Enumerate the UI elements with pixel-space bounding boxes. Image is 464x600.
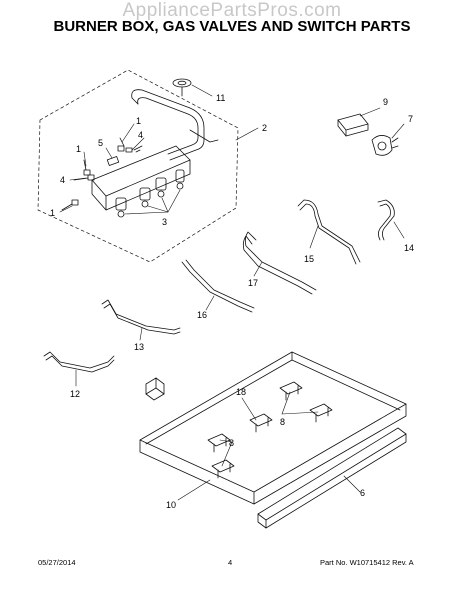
callout-2: 2 (262, 123, 267, 133)
callout-5: 5 (98, 138, 103, 148)
gas-manifold-tube[interactable] (131, 89, 219, 161)
part-4-screw-upper[interactable] (125, 145, 143, 153)
callout-8-right: 8 (280, 417, 285, 427)
callout-9: 9 (383, 97, 388, 107)
leader-14 (393, 221, 405, 239)
callout-3: 3 (162, 217, 167, 227)
callout-4-left: 4 (60, 175, 65, 185)
callout-14: 14 (404, 243, 414, 253)
mounting-bracket[interactable] (145, 377, 165, 401)
part-10-base-tray[interactable] (139, 351, 407, 505)
page-title: BURNER BOX, GAS VALVES AND SWITCH PARTS (53, 18, 411, 35)
callout-15: 15 (304, 254, 314, 264)
watermark: AppliancePartsPros.com (122, 0, 342, 21)
callout-1-left: 1 (76, 144, 81, 154)
footer-page-number: 4 (228, 558, 233, 567)
part-3-gas-valves[interactable] (115, 169, 185, 218)
leader-2 (235, 127, 259, 141)
part-8-brackets[interactable] (207, 381, 333, 479)
callout-7: 7 (408, 114, 413, 124)
callout-10: 10 (166, 500, 176, 510)
leader-6 (343, 475, 361, 493)
leader-9 (359, 107, 381, 117)
leader-8 (219, 391, 319, 467)
leader-17 (253, 261, 263, 277)
leader-10 (177, 479, 211, 501)
leader-18 (241, 397, 257, 421)
callout-16: 16 (197, 310, 207, 320)
footer-date: 05/27/2014 (38, 558, 76, 567)
callout-8-left: 8 (229, 438, 234, 448)
callout-4-upper: 4 (138, 130, 143, 140)
callout-13: 13 (134, 342, 144, 352)
part-14-gas-tube[interactable] (377, 199, 395, 241)
part-15-gas-tube[interactable] (297, 199, 361, 265)
valve-bracket[interactable] (91, 145, 191, 211)
callout-11: 11 (216, 93, 225, 103)
leader-15 (309, 225, 319, 249)
callout-6: 6 (360, 488, 365, 498)
part-9-switch[interactable] (337, 113, 369, 137)
footer-part-number: Part No. W10715412 Rev. A (320, 558, 414, 567)
part-12-gas-tube[interactable] (43, 351, 115, 373)
leader-16 (205, 295, 215, 311)
callout-12: 12 (70, 389, 80, 399)
leaders-small-parts (59, 123, 145, 213)
callout-18: 18 (236, 387, 246, 397)
callout-17: 17 (248, 278, 258, 288)
callout-1-lower: 1 (50, 208, 55, 218)
part-7-igniter-switch[interactable] (371, 135, 399, 156)
part-6-trim-panel[interactable] (257, 427, 407, 529)
burner-box-outline (37, 69, 239, 263)
leader-13 (139, 327, 143, 341)
leader-3 (124, 189, 181, 215)
callout-1-upper-right: 1 (136, 116, 141, 126)
part-5-clip[interactable] (106, 156, 120, 166)
part-16-gas-tube[interactable] (181, 259, 255, 313)
leader-7 (391, 123, 405, 139)
part-1-screw-left[interactable] (83, 159, 91, 176)
part-1-screw-lower[interactable] (61, 199, 79, 211)
part-17-gas-tube[interactable] (242, 231, 317, 295)
part-13-gas-tube[interactable] (101, 299, 181, 335)
leader-11 (191, 84, 213, 97)
part-11-grommet[interactable] (172, 78, 192, 97)
